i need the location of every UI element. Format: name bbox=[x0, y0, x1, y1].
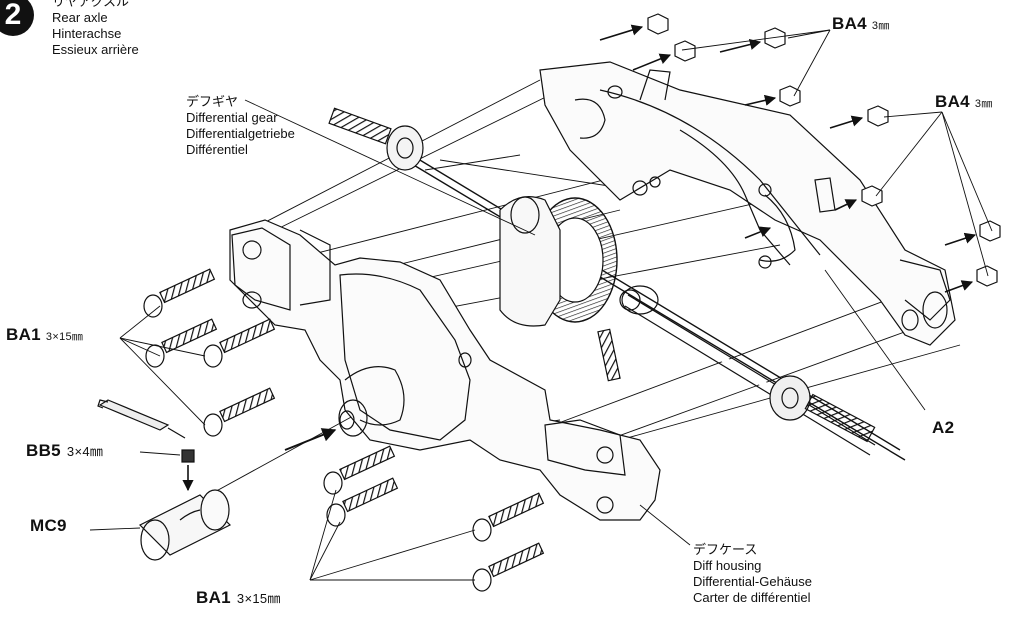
diff-gear-de: Differentialgetriebe bbox=[186, 126, 295, 141]
diff-gear-fr: Différentiel bbox=[186, 142, 248, 157]
part-label-bb5: BB5 3×4㎜ bbox=[26, 441, 103, 461]
part-size: 3×15㎜ bbox=[236, 591, 281, 606]
part-size: 3㎜ bbox=[974, 98, 993, 110]
differential-gear-callout: デフギヤ Differential gear Differentialgetri… bbox=[186, 94, 295, 158]
part-label-mc9: MC9 bbox=[30, 516, 67, 536]
part-code: BA4 bbox=[935, 92, 970, 111]
part-label-ba4-right: BA4 3㎜ bbox=[935, 92, 993, 112]
part-code: BB5 bbox=[26, 441, 61, 460]
diff-gear-en: Differential gear bbox=[186, 110, 278, 125]
diff-housing-fr: Carter de différentiel bbox=[693, 590, 811, 605]
part-code: A2 bbox=[932, 418, 955, 437]
diff-housing-jp: デフケース bbox=[693, 542, 758, 557]
diff-housing-callout: デフケース Diff housing Differential-Gehäuse … bbox=[693, 542, 812, 606]
part-code: BA4 bbox=[832, 14, 867, 33]
step-title-fr: Essieux arrière bbox=[52, 42, 139, 57]
part-label-ba4-top: BA4 3㎜ bbox=[832, 14, 890, 34]
part-size: 3㎜ bbox=[871, 20, 890, 32]
part-label-ba1-left: BA1 3×15㎜ bbox=[6, 325, 83, 345]
step-title-en: Rear axle bbox=[52, 10, 108, 25]
diff-housing-en: Diff housing bbox=[693, 558, 762, 573]
step-title-de: Hinterachse bbox=[52, 26, 122, 41]
step-title: リヤアクスル Rear axle Hinterachse Essieux arr… bbox=[52, 0, 139, 58]
step-title-jp: リヤアクスル bbox=[52, 0, 129, 9]
part-size: 3×15㎜ bbox=[45, 331, 84, 343]
part-code: BA1 bbox=[196, 588, 231, 607]
part-size: 3×4㎜ bbox=[66, 444, 104, 459]
part-code: MC9 bbox=[30, 516, 67, 535]
part-label-ba1-bottom: BA1 3×15㎜ bbox=[196, 588, 281, 608]
diff-gear-jp: デフギヤ bbox=[186, 94, 239, 109]
part-label-a2: A2 bbox=[932, 418, 954, 438]
part-code: BA1 bbox=[6, 325, 41, 344]
diff-housing-de: Differential-Gehäuse bbox=[693, 574, 812, 589]
